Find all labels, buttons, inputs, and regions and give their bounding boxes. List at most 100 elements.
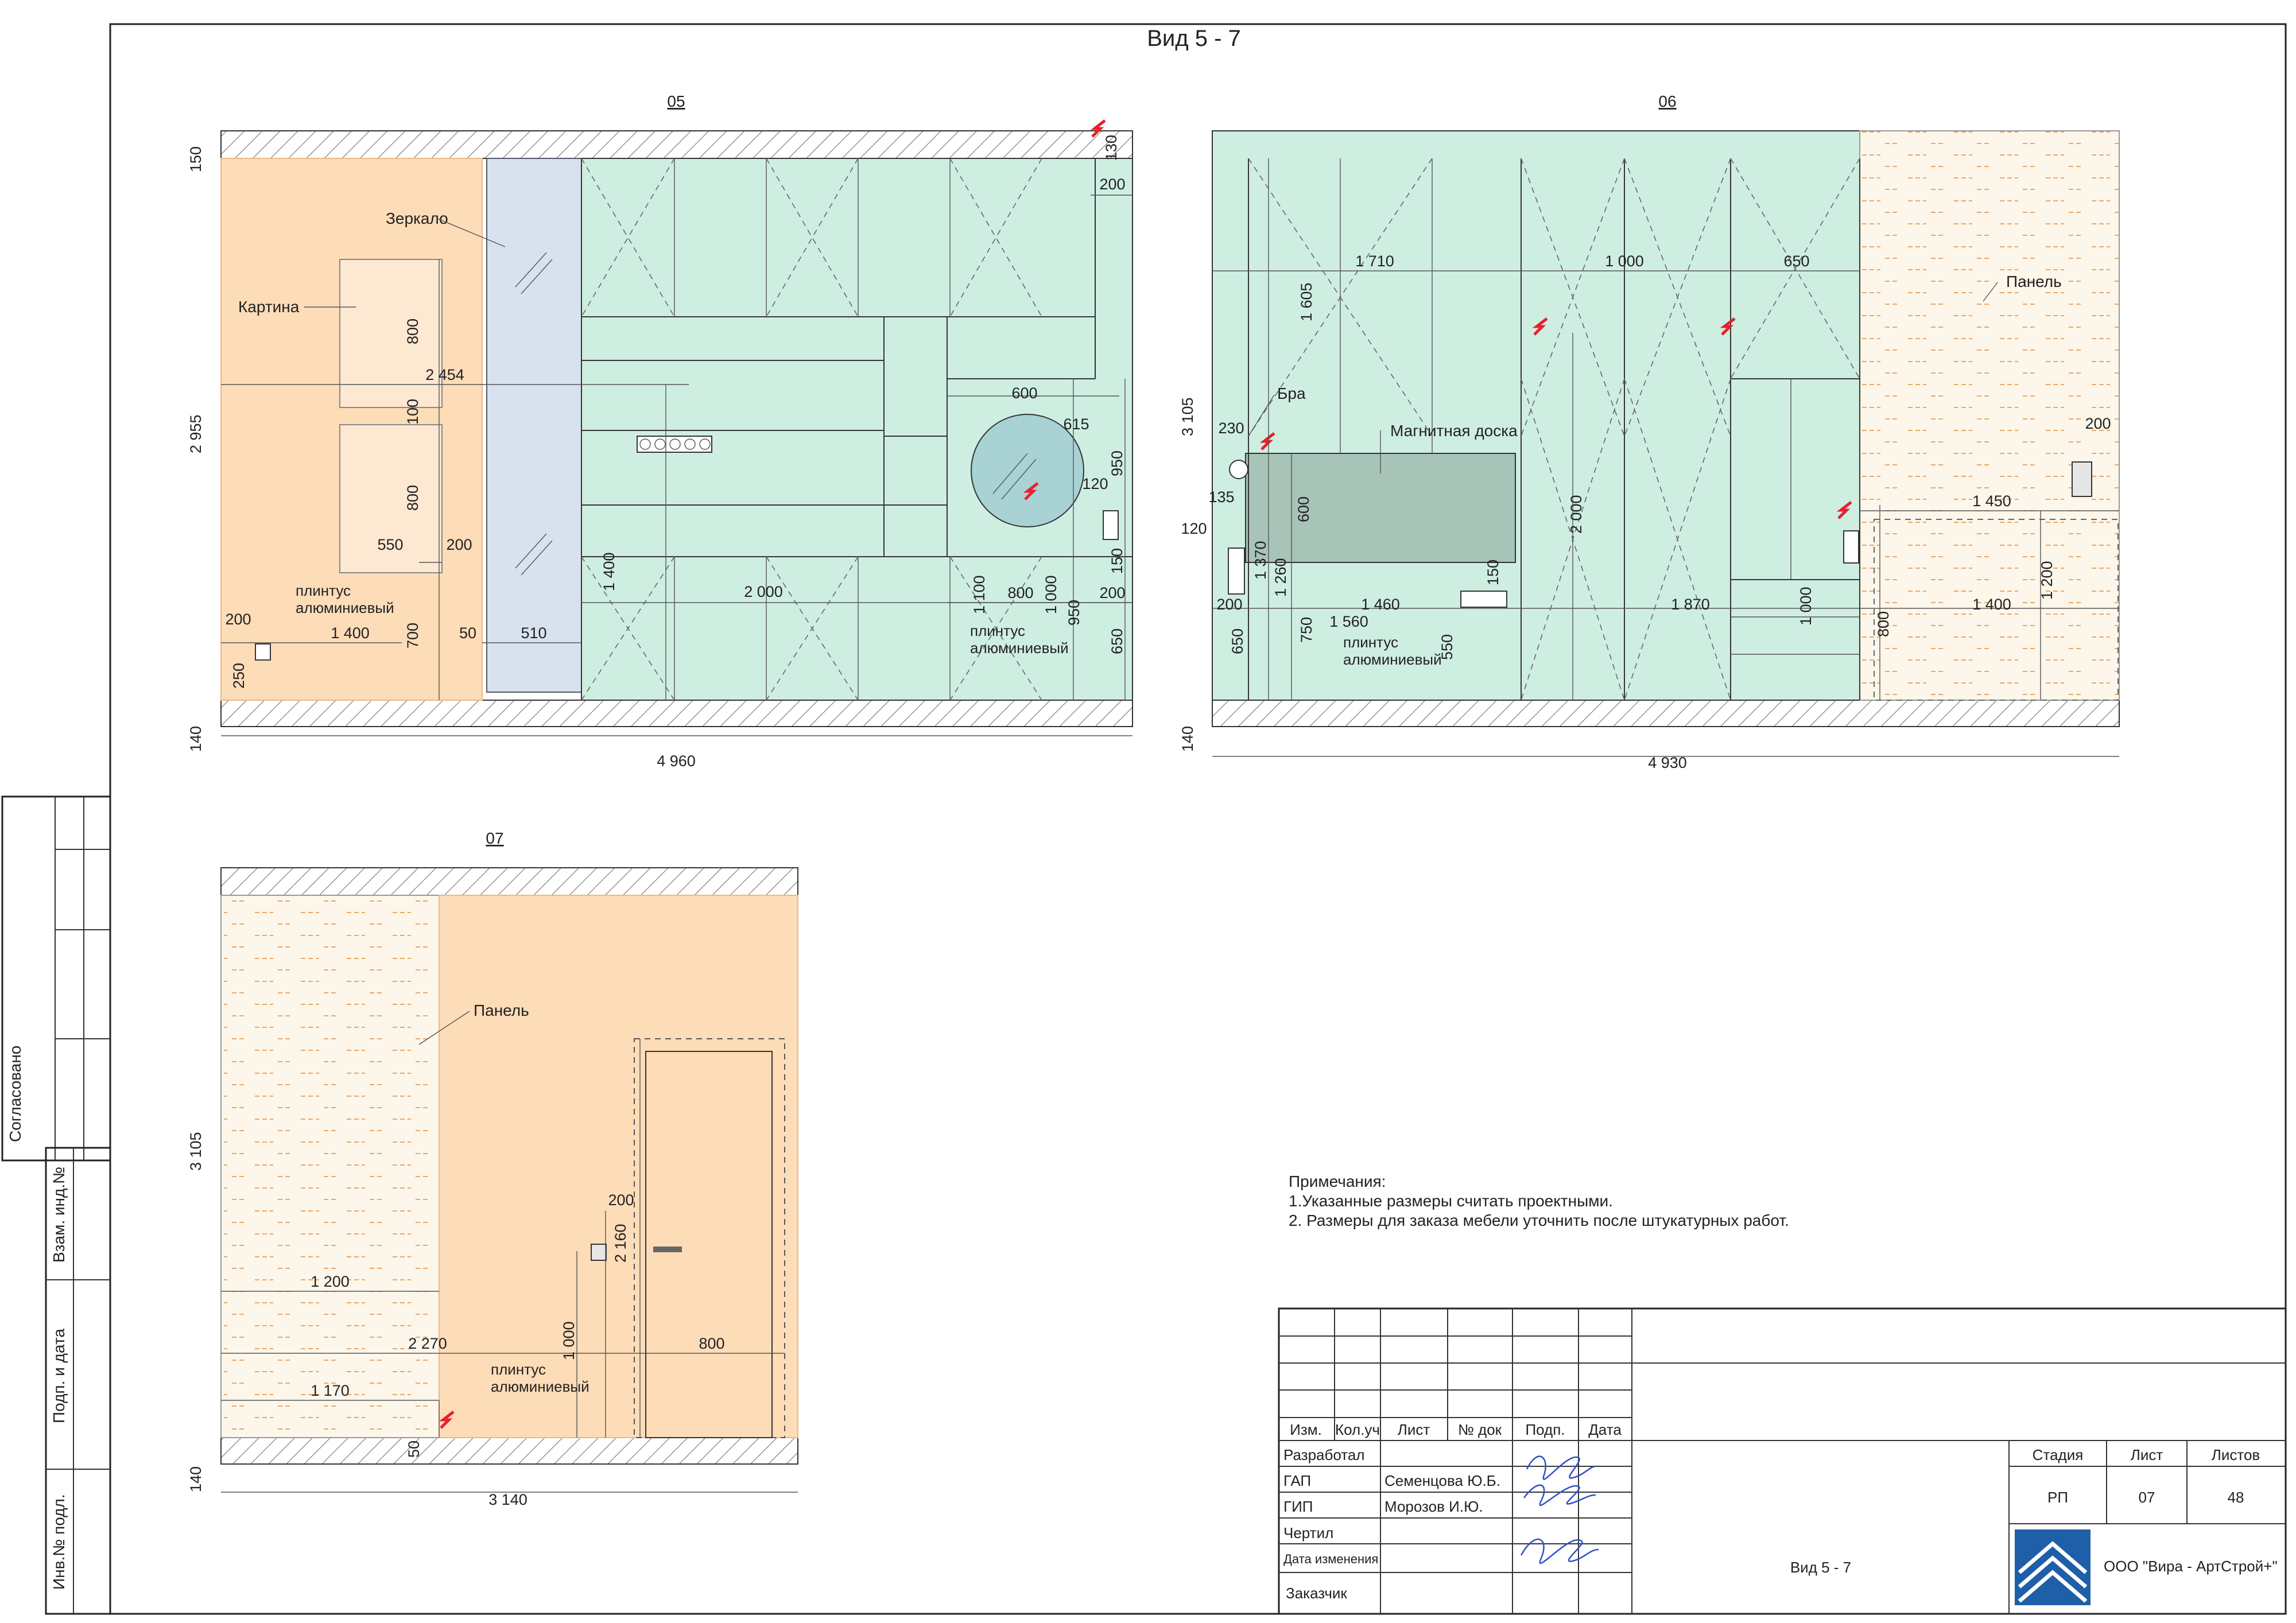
dimension-lines bbox=[221, 1039, 798, 1493]
role-gip: ГИП bbox=[1283, 1498, 1313, 1515]
dimension-label: 650 bbox=[1783, 253, 1809, 270]
dimension-label: 1 460 bbox=[1361, 596, 1400, 613]
plinth-label-2: алюминиевый bbox=[296, 599, 394, 616]
note-1: 1.Указанные размеры считать проектными. bbox=[1289, 1192, 1613, 1210]
sconce-label: Бра bbox=[1277, 385, 1306, 402]
dimension-label: 800 bbox=[404, 485, 421, 511]
switch bbox=[591, 1244, 607, 1261]
side-stamp: Согласовано Взам. инд.№ Подп. и дата Инв… bbox=[1, 795, 111, 1615]
dimension-label: 150 bbox=[1484, 560, 1502, 585]
role-developer: Разработал bbox=[1283, 1446, 1365, 1463]
panel-label: Панель bbox=[474, 1001, 529, 1019]
dimension-label: 1 870 bbox=[1671, 596, 1710, 613]
door bbox=[645, 1051, 773, 1438]
floor-slab bbox=[220, 700, 1133, 727]
signature bbox=[1523, 1484, 1596, 1506]
dimension-label: 1 000 bbox=[1042, 575, 1060, 614]
role-gap: ГАП bbox=[1283, 1472, 1311, 1489]
dimension-label: 140 bbox=[187, 726, 204, 752]
view-06: 06 bbox=[1179, 92, 2120, 771]
dimension-label: 120 bbox=[1082, 475, 1108, 492]
view-07-title: 07 bbox=[486, 829, 503, 847]
dimension-label: 3 105 bbox=[1179, 397, 1196, 436]
dimension-label: 100 bbox=[404, 399, 421, 425]
dimension-label: 550 bbox=[377, 536, 403, 553]
view-05: 05 bbox=[187, 92, 1133, 770]
dimension-label: 1 560 bbox=[1329, 613, 1368, 630]
cabinet-panels bbox=[581, 158, 1133, 701]
floor-slab bbox=[220, 1437, 798, 1465]
plinth-label-3: плинтус bbox=[970, 622, 1025, 639]
power-symbol bbox=[1532, 317, 1548, 336]
col-sign: Подп. bbox=[1525, 1421, 1565, 1438]
dimension-label: 1 260 bbox=[1272, 558, 1289, 597]
socket-block bbox=[255, 436, 1119, 661]
dimension-label: 700 bbox=[404, 623, 421, 649]
sheet-value: 07 bbox=[2139, 1489, 2155, 1506]
dimension-label: 800 bbox=[404, 319, 421, 344]
mirror-label: Зеркало bbox=[386, 209, 448, 227]
dimension-label: 1 400 bbox=[331, 624, 370, 642]
power-symbol bbox=[439, 1411, 455, 1429]
dimension-label: 800 bbox=[699, 1335, 724, 1352]
dimension-label: 1 400 bbox=[600, 552, 618, 591]
dimension-label: 1 170 bbox=[311, 1382, 350, 1399]
view-05-title: 05 bbox=[667, 92, 685, 110]
dimension-label: 2 955 bbox=[187, 414, 204, 453]
dimension-label: 200 bbox=[446, 536, 472, 553]
mint-wardrobe bbox=[1212, 130, 1860, 701]
brick-panel bbox=[1859, 130, 2120, 701]
dimension-label: 200 bbox=[1099, 584, 1125, 601]
company-logo bbox=[2015, 1529, 2091, 1605]
dimension-label: 650 bbox=[1108, 628, 1126, 654]
ceiling-slab bbox=[220, 867, 798, 896]
view-07: 07 3 105 140 3 140 1 200 2 270 1 170 1 0… bbox=[187, 829, 798, 1508]
dimension-label: 550 bbox=[1438, 634, 1456, 660]
dimension-label: 120 bbox=[1181, 520, 1207, 537]
dimension-label: 800 bbox=[1007, 584, 1033, 601]
dimension-label: 1 000 bbox=[560, 1321, 577, 1360]
dimension-label: 3 140 bbox=[488, 1491, 528, 1508]
plinth-label-4: алюминиевый bbox=[970, 639, 1069, 657]
power-symbol bbox=[1023, 482, 1039, 500]
role-change-date: Дата изменения bbox=[1283, 1552, 1378, 1566]
dimension-label: 2 160 bbox=[612, 1224, 629, 1263]
signature bbox=[1526, 1455, 1596, 1480]
dimension-label: 140 bbox=[187, 1466, 204, 1492]
round-mirror bbox=[971, 414, 1084, 527]
name-gip: Морозов И.Ю. bbox=[1384, 1498, 1483, 1515]
power-symbol bbox=[1090, 119, 1106, 138]
power-symbol bbox=[1259, 432, 1275, 451]
dimension-label: 50 bbox=[405, 1440, 422, 1458]
dimension-label: 1 605 bbox=[1298, 282, 1315, 321]
dimension-label: 200 bbox=[608, 1191, 634, 1209]
title-block: Изм. Кол.уч Лист № док Подп. Дата Разраб… bbox=[1278, 1307, 2287, 1615]
dimension-label: 600 bbox=[1295, 496, 1312, 522]
role-drafter: Чертил bbox=[1283, 1524, 1333, 1542]
notes: Примечания: 1.Указанные размеры считать … bbox=[1289, 1172, 1789, 1229]
dimension-label: 1 400 bbox=[1972, 596, 2011, 613]
dimension-label: 950 bbox=[1065, 600, 1083, 626]
stage-label: Стадия bbox=[2033, 1446, 2084, 1463]
dimension-label: 2 000 bbox=[1568, 495, 1585, 534]
dimension-label: 150 bbox=[1108, 548, 1126, 574]
col-date: Дата bbox=[1588, 1421, 1622, 1438]
sign-date-label: Подп. и дата bbox=[50, 1329, 68, 1423]
dimension-label: 2 454 bbox=[425, 366, 464, 383]
dimension-label: 750 bbox=[1298, 617, 1315, 643]
sheet-title: Вид 5 - 7 bbox=[1147, 26, 1241, 51]
plinth-label-2: алюминиевый bbox=[1343, 651, 1442, 668]
dimension-label: 510 bbox=[521, 624, 546, 642]
sheets-label: Листов bbox=[2212, 1446, 2260, 1463]
dimension-label: 200 bbox=[1099, 176, 1125, 193]
sconce bbox=[1229, 460, 1248, 479]
dimension-label: 150 bbox=[187, 146, 204, 172]
dimension-label: 140 bbox=[1179, 726, 1196, 752]
dimension-label: 2 270 bbox=[408, 1335, 447, 1352]
dimension-label: 230 bbox=[1218, 420, 1244, 437]
power-symbol bbox=[1836, 501, 1852, 519]
socket-block bbox=[1228, 461, 2092, 608]
picture-bottom bbox=[339, 424, 443, 573]
plinth-label-1: плинтус bbox=[491, 1361, 546, 1378]
